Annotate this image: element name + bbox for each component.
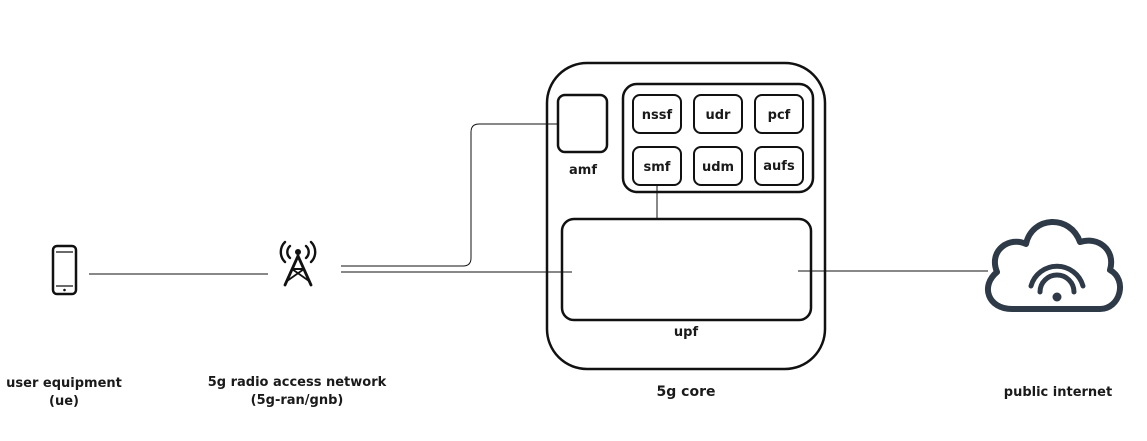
ran-label-line2: (5g-ran/gnb) xyxy=(251,393,344,408)
aufs-label: aufs xyxy=(763,159,795,174)
ue-label-line2: (ue) xyxy=(49,394,79,409)
amf-box[interactable] xyxy=(556,93,609,154)
smf-label: smf xyxy=(644,160,671,175)
pcf-label: pcf xyxy=(768,108,791,123)
smf-box[interactable]: smf xyxy=(632,146,682,186)
core-label: 5g core xyxy=(657,384,716,400)
amf-label: amf xyxy=(569,163,597,178)
core-container xyxy=(545,61,827,371)
nssf-box[interactable]: nssf xyxy=(632,94,682,134)
udm-box[interactable]: udm xyxy=(693,146,743,186)
upf-box[interactable] xyxy=(560,217,813,322)
internet-label: public internet xyxy=(1004,385,1112,400)
udr-label: udr xyxy=(706,108,732,123)
udr-box[interactable]: udr xyxy=(693,94,743,134)
ran-amf-link xyxy=(341,123,558,267)
pcf-box[interactable]: pcf xyxy=(754,94,804,134)
upf-label: upf xyxy=(674,325,699,340)
control-plane-group xyxy=(621,82,815,194)
ue-label-line1: user equipment xyxy=(6,376,122,391)
ran-label-line1: 5g radio access network xyxy=(208,375,387,390)
nssf-label: nssf xyxy=(642,108,673,123)
udm-label: udm xyxy=(702,160,734,175)
cell-tower-icon xyxy=(279,240,317,287)
smartphone-icon xyxy=(51,244,78,296)
cloud-wifi-icon xyxy=(985,219,1123,312)
aufs-box[interactable]: aufs xyxy=(754,146,804,186)
